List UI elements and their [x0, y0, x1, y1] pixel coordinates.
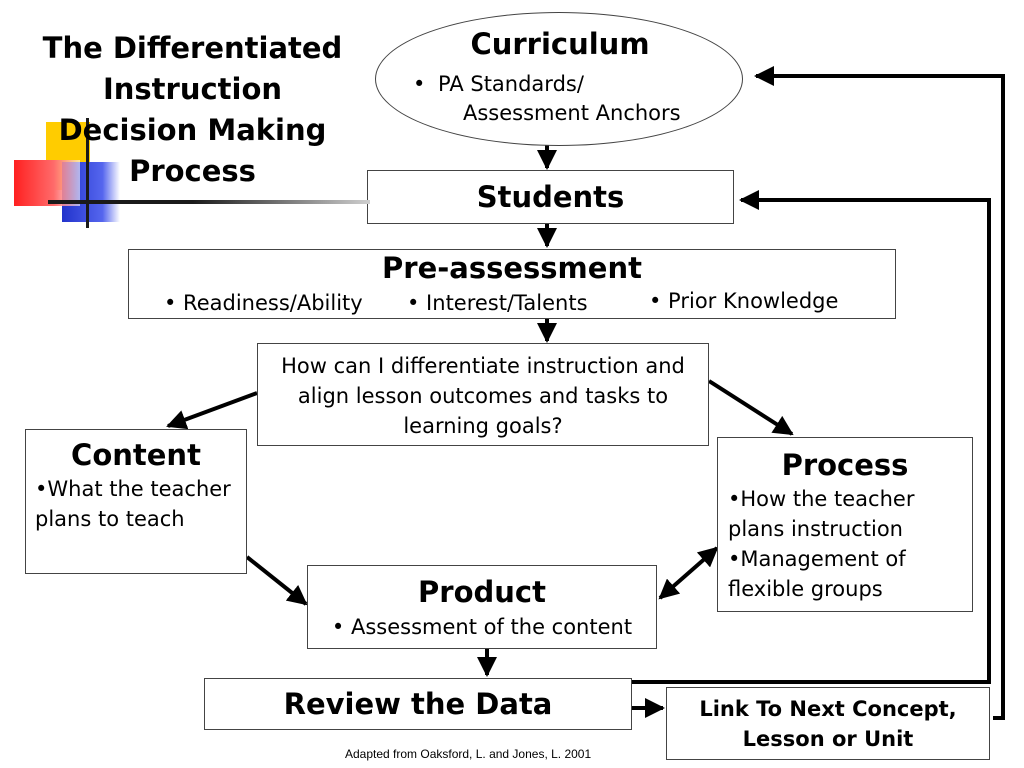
question-text: How can I differentiate instruction and … [281, 354, 685, 438]
process-item: •Management of flexible groups [728, 547, 906, 601]
feedback-to-students [632, 190, 991, 684]
curriculum-ellipse: Curriculum • PA Standards/ Assessment An… [375, 12, 743, 146]
link-next-line-1: Link To Next Concept, [699, 697, 957, 721]
arrow-question-process [707, 379, 794, 436]
pre-assessment-box: Pre-assessment • Readiness/Ability • Int… [128, 249, 896, 319]
feedback-to-curriculum [754, 66, 1005, 720]
decorative-horizontal-line [48, 200, 370, 204]
footer-citation: Adapted from Oaksford, L. and Jones, L. … [345, 747, 592, 761]
content-text: •What the teacher plans to teach [35, 477, 231, 531]
pre-assessment-item: • Readiness/Ability [164, 291, 363, 315]
product-box: Product • Assessment of the content [307, 565, 657, 649]
arrow-product-process [658, 546, 719, 600]
pre-assessment-heading: Pre-assessment [382, 251, 642, 285]
process-item: •How the teacher plans instruction [728, 487, 915, 541]
product-heading: Product [418, 575, 546, 609]
decorative-red-square [14, 160, 80, 206]
curriculum-bullet: • [413, 72, 426, 96]
students-heading: Students [476, 180, 625, 214]
page-title: The Differentiated Instruction Decision … [42, 31, 343, 188]
process-box: Process •How the teacher plans instructi… [717, 437, 973, 612]
review-box: Review the Data [204, 678, 632, 730]
review-heading: Review the Data [283, 687, 553, 721]
arrow-content-product [245, 555, 308, 606]
pre-assessment-item: • Prior Knowledge [649, 289, 839, 313]
curriculum-line-1: PA Standards/ [438, 72, 584, 96]
content-box: Content •What the teacher plans to teach [25, 429, 247, 574]
curriculum-line-2: Assessment Anchors [463, 101, 681, 125]
pre-assessment-item: • Interest/Talents [407, 291, 588, 315]
product-text: • Assessment of the content [331, 615, 633, 639]
process-heading: Process [781, 448, 909, 482]
content-heading: Content [71, 438, 201, 472]
students-box: Students [367, 170, 734, 224]
link-next-line-2: Lesson or Unit [742, 727, 914, 751]
curriculum-heading: Curriculum [470, 27, 650, 61]
arrow-question-content [166, 391, 258, 430]
link-next-box: Link To Next Concept, Lesson or Unit [666, 687, 990, 760]
decorative-vertical-line [86, 118, 89, 228]
question-box: How can I differentiate instruction and … [257, 343, 709, 446]
